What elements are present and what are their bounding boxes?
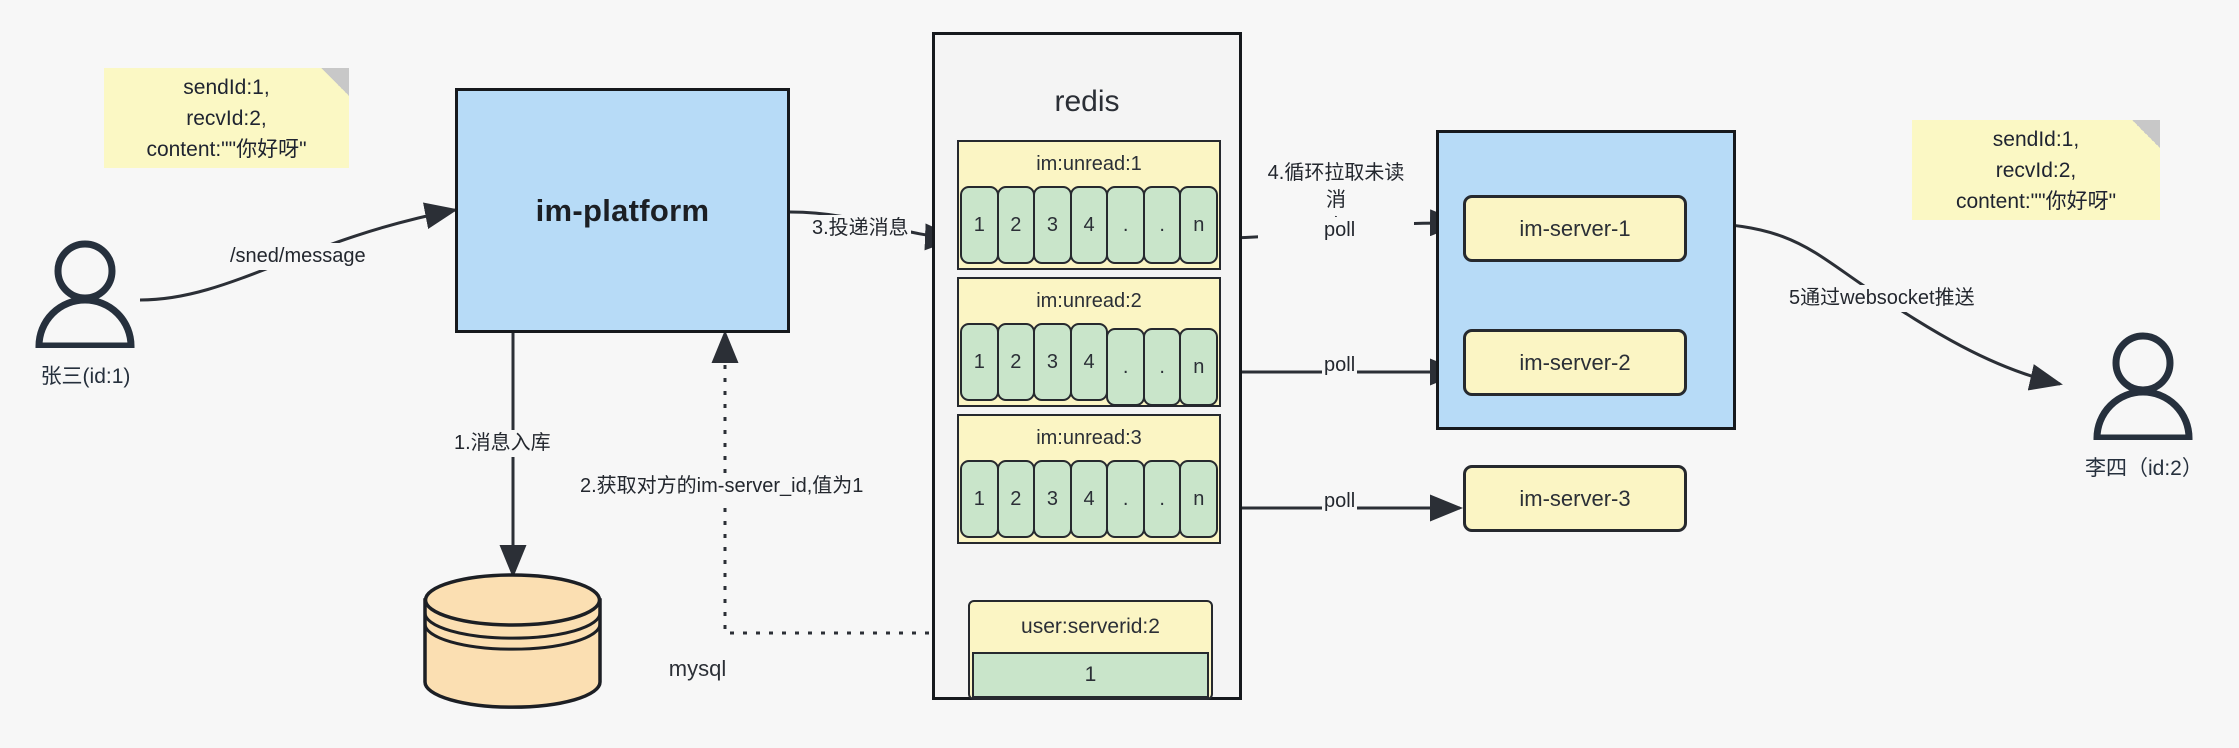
edge-label-poll-3: poll — [1322, 488, 1358, 515]
queue-cell: 2 — [996, 460, 1036, 538]
queue-cell: 4 — [1069, 186, 1109, 264]
redis-title: redis — [1054, 85, 1120, 118]
redis-key-im-unread-2[interactable]: im:unread:2 1 2 3 4 . . n — [957, 277, 1221, 407]
queue-cell: 2 — [996, 323, 1036, 401]
queue-cell: n — [1179, 186, 1219, 264]
queue-cell: n — [1179, 328, 1219, 406]
queue-cell: 3 — [1033, 460, 1072, 538]
note-fold-icon — [321, 68, 349, 96]
queue-cells: 1 2 3 4 . . n — [959, 323, 1219, 406]
node-im-server-1[interactable]: im-server-1 — [1463, 195, 1687, 262]
edge-label-poll-2: poll — [1322, 352, 1358, 379]
im-platform-label: im-platform — [535, 192, 710, 228]
im-server-2-label: im-server-2 — [1519, 349, 1631, 375]
key-value: 1 — [972, 652, 1209, 698]
queue-cell: 1 — [960, 186, 999, 264]
key-name: user:serverid:2 — [1021, 615, 1160, 638]
redis-key-im-unread-3[interactable]: im:unread:3 1 2 3 4 . . n — [957, 414, 1221, 544]
edge-label-step3: 3.投递消息 — [810, 215, 911, 242]
queue-cell: 4 — [1069, 460, 1109, 538]
node-im-platform[interactable]: im-platform — [455, 88, 790, 333]
queue-cell: . — [1106, 328, 1145, 406]
edge-label-poll-1: poll — [1322, 217, 1358, 244]
note-fold-icon — [2132, 120, 2160, 148]
queue-cell: 3 — [1033, 323, 1072, 401]
note-left: sendId:1, recvId:2, content:""你好呀" — [104, 68, 349, 168]
user-icon — [2093, 332, 2193, 440]
edge-label-send-message: /sned/message — [228, 243, 368, 270]
panel-redis: redis im:unread:1 1 2 3 4 . . n im:unrea… — [932, 32, 1242, 700]
note-right-text: sendId:1, recvId:2, content:""你好呀" — [1955, 127, 2117, 213]
node-im-server-3[interactable]: im-server-3 — [1463, 465, 1687, 532]
queue-cell: 1 — [960, 460, 999, 538]
mysql-label: mysql — [668, 656, 727, 681]
note-right: sendId:1, recvId:2, content:""你好呀" — [1912, 120, 2160, 220]
actor-receiver-label: 李四（id:2） — [2085, 457, 2203, 480]
queue-cell: 1 — [960, 323, 999, 401]
note-left-text: sendId:1, recvId:2, content:""你好呀" — [146, 75, 307, 161]
key-name: im:unread:1 — [1036, 152, 1142, 175]
queue-cells: 1 2 3 4 . . n — [959, 186, 1219, 264]
queue-cell: . — [1142, 328, 1182, 406]
queue-cell: 3 — [1033, 186, 1072, 264]
panel-im-servers: im-server-1 im-server-2 im-server-3 — [1436, 130, 1736, 532]
queue-cell: . — [1106, 186, 1145, 264]
queue-cells: 1 2 3 4 . . n — [959, 460, 1219, 538]
user-icon — [35, 240, 135, 348]
queue-cell: n — [1179, 460, 1219, 538]
queue-cell: 2 — [996, 186, 1036, 264]
edge-label-step5: 5通过websocket推送 — [1787, 285, 1977, 312]
queue-cell: . — [1142, 460, 1182, 538]
im-server-3-label: im-server-3 — [1519, 485, 1631, 511]
im-server-1-label: im-server-1 — [1519, 215, 1631, 241]
actor-sender-label: 张三(id:1) — [40, 365, 131, 388]
queue-cell: . — [1142, 186, 1182, 264]
node-mysql[interactable]: mysql — [420, 572, 726, 710]
key-name: im:unread:3 — [1036, 426, 1142, 449]
actor-receiver: 李四（id:2） — [2085, 330, 2203, 482]
edge-label-step1: 1.消息入库 — [452, 430, 553, 457]
node-im-server-2[interactable]: im-server-2 — [1463, 329, 1687, 396]
redis-key-user-serverid-2[interactable]: user:serverid:2 1 — [968, 600, 1213, 700]
actor-sender: 张三(id:1) — [28, 238, 143, 390]
redis-key-im-unread-1[interactable]: im:unread:1 1 2 3 4 . . n — [957, 140, 1221, 270]
edge-label-step2: 2.获取对方的im-server_id,值为1 — [578, 473, 866, 500]
queue-cell: . — [1106, 460, 1145, 538]
database-cylinder-icon — [423, 573, 602, 709]
key-name: im:unread:2 — [1036, 289, 1142, 312]
queue-cell: 4 — [1069, 323, 1109, 401]
